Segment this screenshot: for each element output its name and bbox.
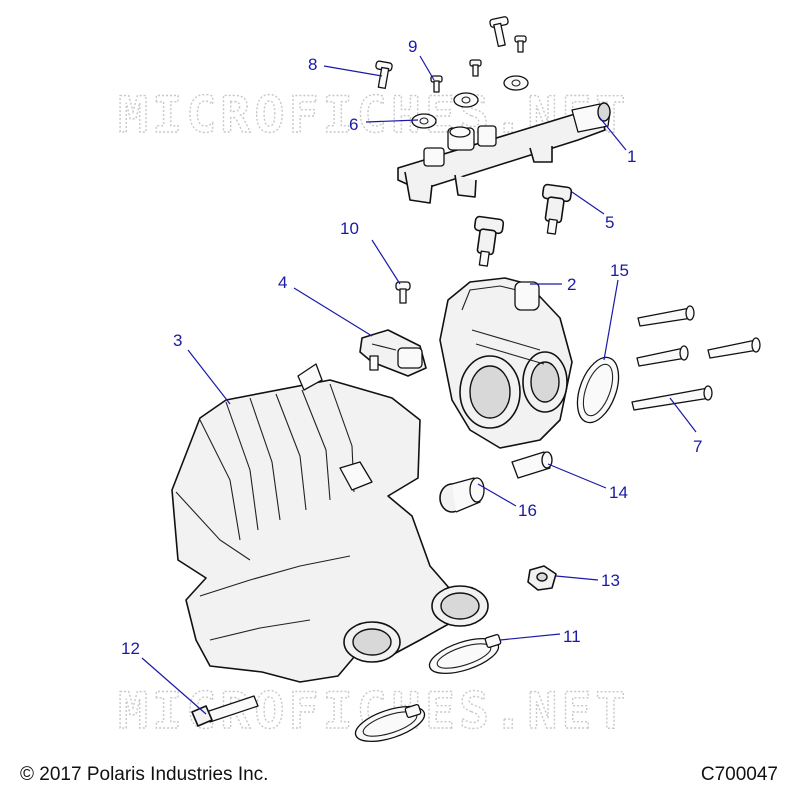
callout-11: 11: [563, 627, 581, 646]
callout-15: 15: [610, 261, 629, 280]
part-11-clamps: [354, 633, 502, 743]
part-13-nut: [527, 565, 557, 591]
part-9-screws: [430, 16, 527, 93]
callout-5: 5: [605, 213, 614, 232]
part-4-map-sensor: [359, 329, 427, 377]
drawing-code: C700047: [700, 764, 778, 785]
callout-9: 9: [408, 37, 417, 56]
callout-4: 4: [278, 273, 287, 292]
part-15-gasket: [576, 356, 620, 424]
callout-13: 13: [601, 571, 620, 590]
callout-10: 10: [340, 219, 359, 238]
callout-8: 8: [308, 55, 317, 74]
part-6-clips: [411, 75, 529, 129]
callout-1: 1: [627, 147, 636, 166]
part-8-screw: [375, 60, 393, 90]
part-7-bolts: [631, 305, 761, 411]
part-10-screw: [395, 281, 411, 304]
callout-14: 14: [609, 483, 628, 502]
part-12-bolt: [191, 695, 259, 727]
part-5-injectors: [473, 183, 573, 267]
callout-3: 3: [173, 331, 182, 350]
callout-16: 16: [518, 501, 537, 520]
copyright-text: © 2017 Polaris Industries Inc.: [20, 764, 269, 785]
callout-labels: 8 9 6 1 5 10 2 15 4 3 7 14 16 13 11 12: [121, 37, 702, 658]
callout-6: 6: [349, 115, 358, 134]
callout-7: 7: [693, 437, 702, 456]
part-3-intake-manifold: [171, 363, 489, 683]
part-2-throttle-body: [439, 277, 573, 449]
callout-2: 2: [567, 275, 576, 294]
callout-12: 12: [121, 639, 140, 658]
leader-lines: [141, 55, 697, 715]
part-14-spacer: [511, 451, 553, 479]
part-1-fuel-rail: [397, 102, 611, 204]
part-16-grommet: [439, 477, 485, 513]
